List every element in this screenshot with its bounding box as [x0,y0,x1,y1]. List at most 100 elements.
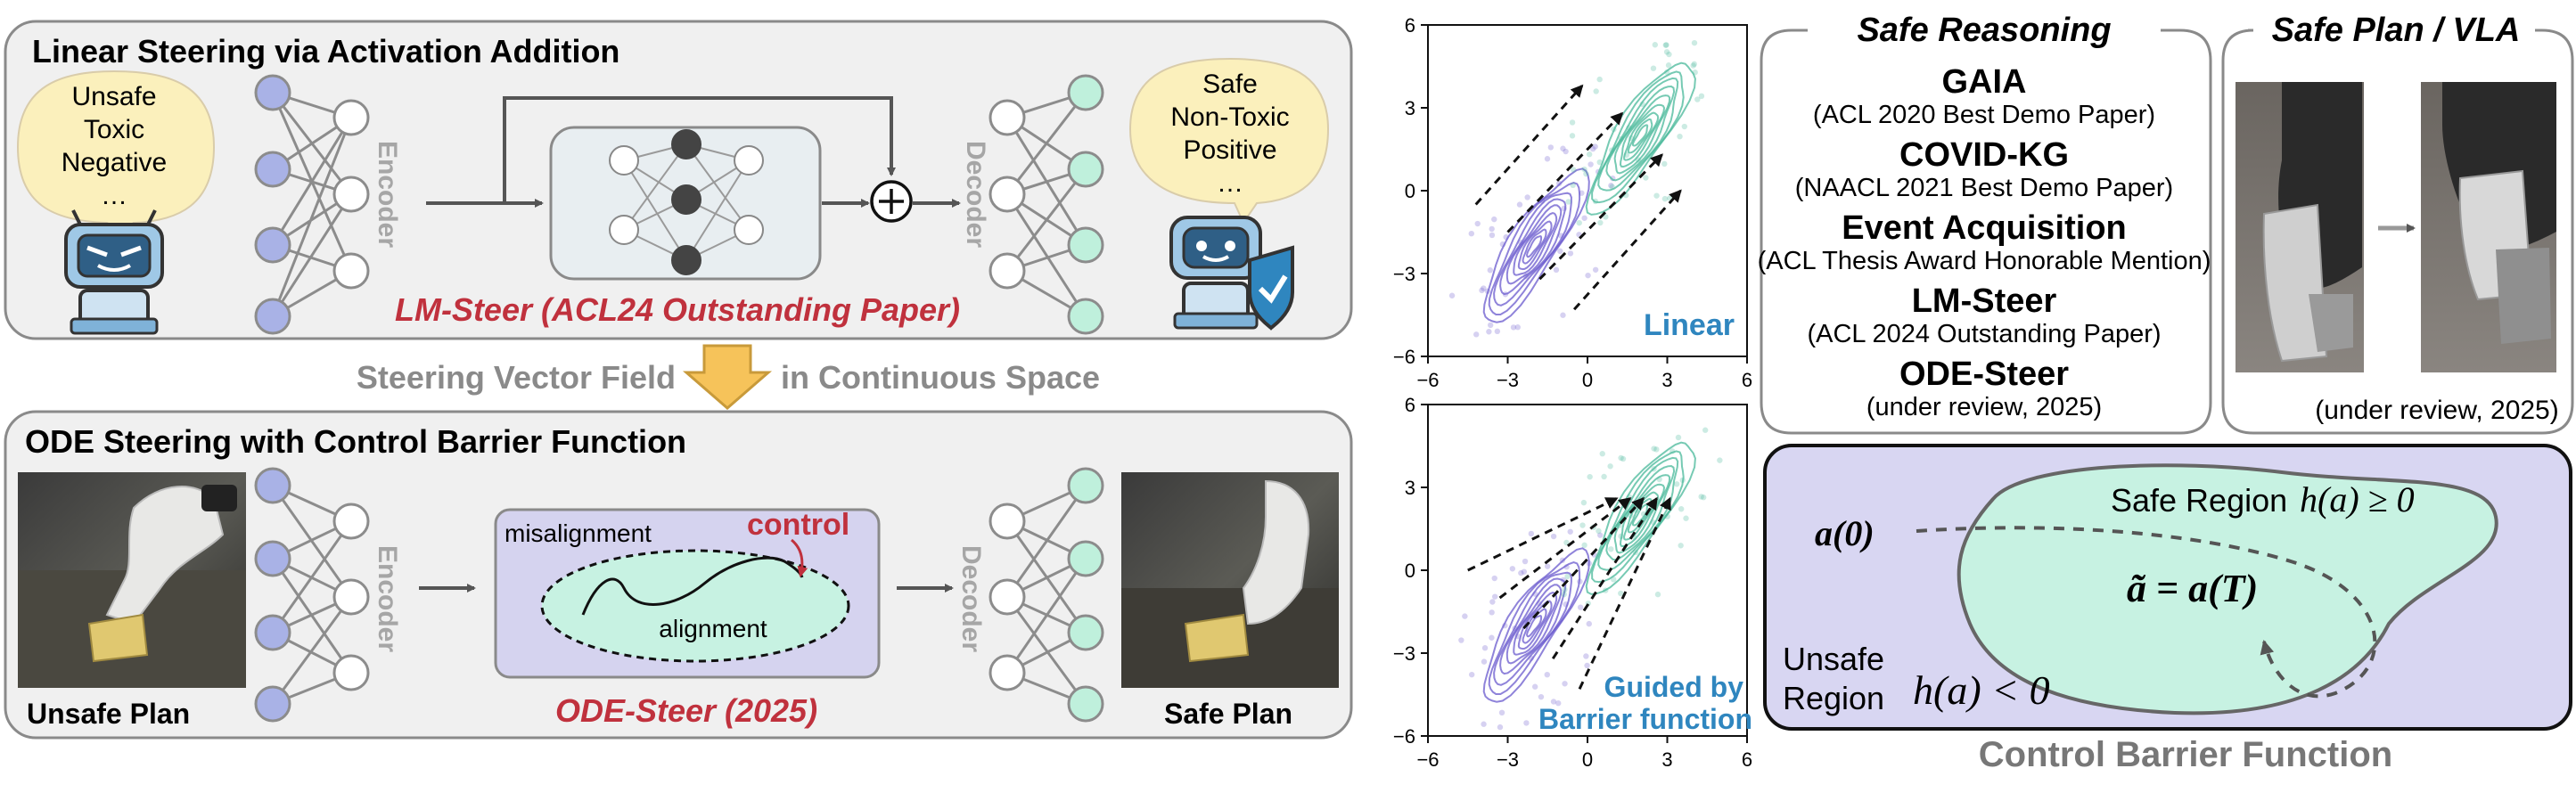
density-contour [1488,561,1581,695]
chart-annotation: Barrier function [1538,703,1752,735]
x-tick-label: 0 [1582,748,1593,771]
scatter-point [1650,65,1657,71]
safe-bubble-line: … [1217,168,1243,198]
scatter-point [1662,42,1669,48]
scatter-point [1654,591,1661,598]
evil-robot-icon [64,209,164,335]
scatter-point [1544,563,1551,569]
steering-arrow [1474,84,1584,206]
scatter-point [1596,159,1603,166]
scatter-point [1544,156,1551,162]
scatter-point [1618,454,1624,462]
start-state-label: a(0) [1815,513,1875,553]
ode-encoder-network [254,467,370,723]
steering-module [549,126,822,281]
linear-decoder-label: Decoder [961,141,990,248]
density-contour [1482,547,1590,703]
scatter-point [1608,183,1614,189]
y-tick-label: 6 [1405,14,1415,37]
scatter-point [1586,620,1592,627]
ode-encoder-label: Encoder [373,545,402,652]
scatter-point [1698,93,1705,100]
safe-plan-vla-title: Safe Plan / VLA [2272,12,2521,49]
scatter-point [1522,558,1529,565]
steering-transition: Steering Vector Field in Continuous Spac… [357,344,1100,410]
y-tick-label: −3 [1393,263,1415,285]
density-contour [1605,85,1676,182]
scatter-point [1651,446,1657,452]
scatter-point [1481,721,1487,727]
scatter-point [1564,573,1571,580]
scatter-point [1563,148,1569,155]
safe-reasoning-list: GAIA(ACL 2020 Best Demo Paper)COVID-KG(N… [1758,63,2211,421]
x-tick-label: 6 [1742,748,1752,771]
scatter-point [1567,250,1574,257]
lm-steer-paper-label: LM-Steer (ACL24 Outstanding Paper) [395,291,960,328]
scatter-point [1643,175,1649,181]
scatter-point [1596,76,1603,83]
density-contour [1623,491,1660,541]
scatter-point [1569,133,1576,139]
scatter-point [1587,161,1594,168]
scatter-point [1491,593,1498,600]
scatter-point [1523,720,1530,726]
scatter-point [1468,671,1475,678]
safe-plan-vla-panel: Safe Plan / VLA (under review, 2025) [2221,12,2574,435]
scatter-point [1555,700,1562,707]
scatter-point [1473,331,1480,338]
scatter-point [1561,591,1567,598]
scatter-point [1702,427,1709,433]
safe-bubble-line: Positive [1183,135,1276,165]
scatter-point [1486,329,1492,335]
scatter-point [1593,88,1599,94]
x-tick-label: −3 [1497,369,1519,391]
scatter-point [1581,542,1587,549]
vla-after-photo [2421,82,2556,372]
scatter-point [1717,457,1723,463]
density-contour [1482,168,1590,323]
reasoning-item-name: COVID-KG [1899,136,2069,174]
scatter-point [1550,699,1557,705]
scatter-point [1489,232,1496,239]
chart-series [1561,427,1723,607]
density-contour [1605,464,1676,561]
vla-before-photo [2236,82,2364,372]
scatter-point [1673,481,1680,487]
chart-series [1565,39,1705,226]
safe-reasoning-panel: Safe Reasoning GAIA(ACL 2020 Best Demo P… [1758,12,2212,435]
scatter-point [1497,724,1504,731]
scatter-point [1589,145,1596,152]
scatter-point [1562,681,1568,687]
scatter-point [1489,225,1495,233]
scatter-point [1479,287,1485,294]
end-state-label: ã = a(T) [2127,567,2258,610]
scatter-point [1481,645,1489,651]
safe-region-label: Safe Region [2111,482,2287,519]
scatter-point [1489,599,1496,605]
x-tick-label: 3 [1661,369,1672,391]
scatter-point [1474,220,1481,227]
scatter-point [1448,292,1456,298]
unsafe-region-label: Region [1783,680,1884,716]
scatter-point [1489,634,1495,641]
y-tick-label: 3 [1405,97,1415,119]
y-tick-label: 0 [1405,560,1415,582]
safe-bubble-line: Safe [1202,69,1258,99]
safe-region-shape [1957,463,2498,715]
scatter-point [1560,312,1566,318]
scatter-point [1691,39,1698,46]
scatter-point [1581,215,1587,221]
scatter-point [1653,192,1660,199]
scatter-point [1607,463,1613,470]
safe-bubble-line: Non-Toxic [1170,102,1289,132]
scatter-point [1570,182,1576,189]
scatter-point [1569,119,1576,126]
scatter-point [1581,166,1587,173]
safe-plan-photo [1121,472,1339,688]
density-contour [1522,228,1547,265]
scatter-point [1599,451,1605,457]
steering-arrow [1572,189,1682,311]
scatter-point [1666,51,1672,58]
unsafe-speech-bubble: Unsafe Toxic Negative … [16,69,216,248]
y-tick-label: 6 [1405,394,1415,416]
